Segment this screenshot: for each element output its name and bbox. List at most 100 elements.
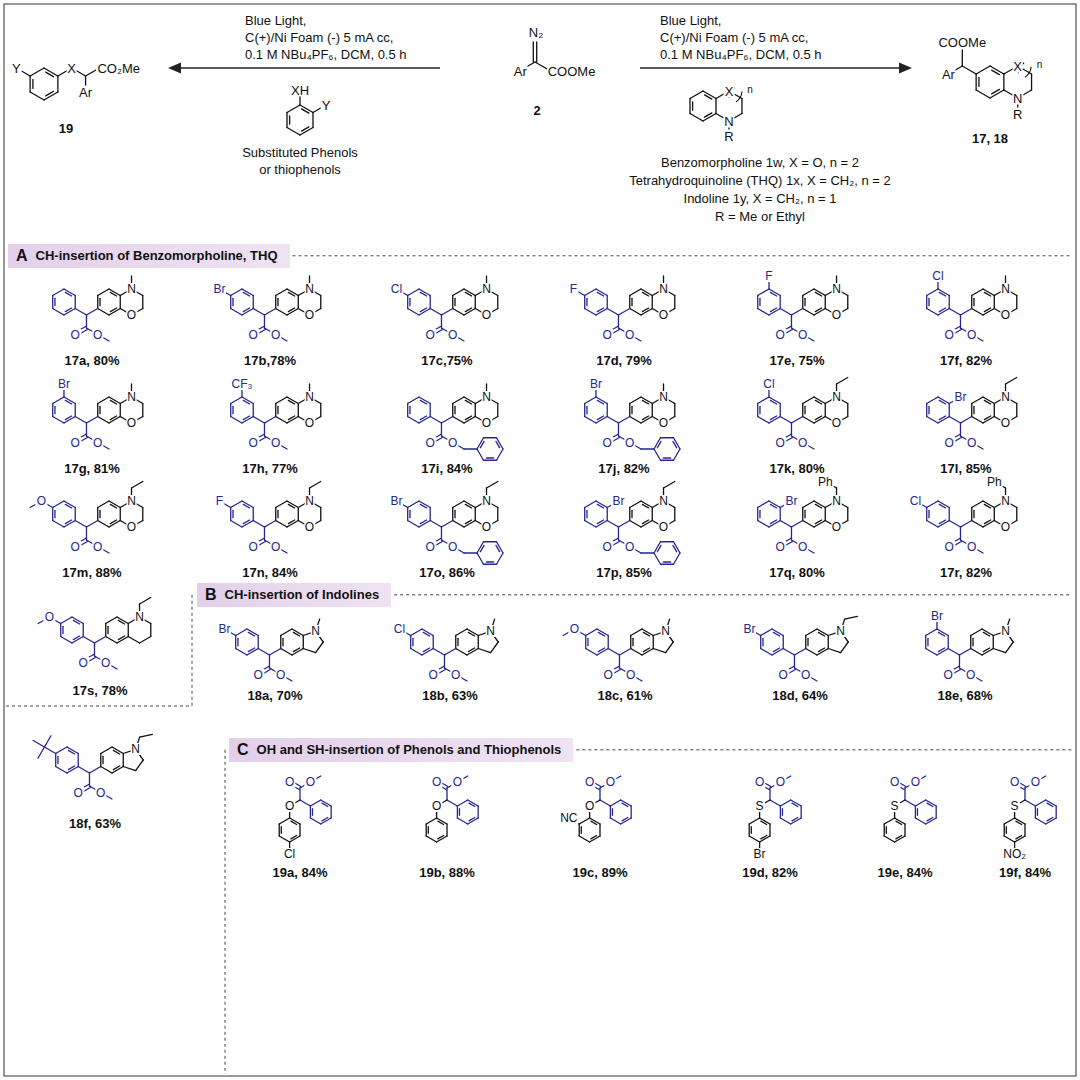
bond-line bbox=[663, 457, 670, 458]
bond-line bbox=[426, 824, 427, 836]
bond-line bbox=[653, 649, 665, 653]
bond-line bbox=[331, 806, 332, 818]
atom-label: O bbox=[481, 521, 492, 533]
bond-line bbox=[994, 404, 995, 417]
bond-line bbox=[630, 289, 641, 296]
bond-line bbox=[780, 404, 781, 417]
bond-line bbox=[884, 818, 894, 824]
compound-label: 19f, 84% bbox=[999, 866, 1051, 879]
bond-line bbox=[1056, 806, 1057, 818]
bond-line bbox=[53, 417, 64, 424]
atom-label: O bbox=[270, 437, 281, 449]
condition-text: Indoline 1y, X = CH₂, n = 1 bbox=[684, 192, 837, 205]
bond-line bbox=[772, 629, 783, 636]
bond-line bbox=[469, 818, 475, 821]
compound-label: 19b, 88% bbox=[419, 866, 475, 879]
atom-label: O bbox=[966, 541, 977, 553]
bond-line bbox=[253, 309, 264, 316]
bond-line bbox=[300, 105, 313, 113]
atom-label: F bbox=[215, 495, 224, 507]
bond-line bbox=[248, 632, 254, 636]
bond-line bbox=[57, 756, 58, 763]
bond-line bbox=[814, 521, 825, 528]
bond-line bbox=[322, 803, 328, 806]
bond-line bbox=[837, 378, 848, 385]
bond-line bbox=[113, 766, 119, 770]
repeat-index: n bbox=[747, 85, 753, 95]
bond-line bbox=[703, 91, 716, 99]
bond-line bbox=[938, 309, 949, 316]
atom-label: O bbox=[450, 669, 461, 681]
bond-line bbox=[761, 649, 772, 656]
bond-line bbox=[938, 632, 944, 636]
atom-label: O bbox=[800, 669, 811, 681]
bond-line bbox=[600, 800, 610, 806]
bond-line bbox=[312, 113, 313, 128]
bond-line bbox=[83, 637, 94, 644]
bond-line bbox=[430, 404, 431, 417]
atom-label: O bbox=[584, 800, 595, 812]
bond-line bbox=[769, 501, 780, 508]
atom-label: N bbox=[126, 495, 137, 507]
atom-label: O bbox=[797, 437, 808, 449]
bond-line bbox=[927, 309, 938, 316]
bond-line bbox=[927, 397, 938, 404]
atom-label: O bbox=[248, 329, 259, 341]
bond-line bbox=[75, 417, 86, 424]
bond-line bbox=[590, 818, 600, 824]
bond-line bbox=[109, 289, 120, 296]
bond-line bbox=[770, 400, 776, 404]
bond-line bbox=[64, 289, 75, 296]
bond-line bbox=[936, 806, 937, 818]
atom-label: O bbox=[270, 329, 281, 341]
bond-line bbox=[236, 629, 247, 636]
bond-line bbox=[654, 553, 661, 564]
bond-line bbox=[497, 542, 504, 553]
bond-line bbox=[990, 90, 1004, 98]
bond-line bbox=[939, 504, 945, 508]
bond-line bbox=[420, 292, 426, 296]
atom-label: O bbox=[966, 329, 977, 341]
bond-line bbox=[896, 821, 902, 824]
bond-line bbox=[497, 553, 504, 564]
atom-label: CO₂Me bbox=[96, 62, 141, 75]
atom-label: Cl bbox=[393, 623, 406, 635]
atom-label: O bbox=[428, 669, 439, 681]
atom-label: O bbox=[605, 776, 616, 788]
atom-label: Ph bbox=[817, 476, 834, 488]
bond-line bbox=[641, 552, 654, 553]
bond-line bbox=[320, 508, 321, 521]
atom-label: O bbox=[831, 309, 842, 321]
atom-label: S bbox=[755, 800, 765, 812]
bond-line bbox=[983, 521, 994, 528]
bond-line bbox=[30, 92, 44, 100]
bond-line bbox=[264, 417, 275, 424]
bond-line bbox=[1037, 809, 1038, 816]
bond-line bbox=[654, 449, 661, 460]
bond-line bbox=[663, 561, 670, 562]
bond-line bbox=[815, 520, 821, 524]
atom-label: N bbox=[658, 391, 669, 403]
bond-line bbox=[411, 629, 422, 636]
compound-label: 18f, 63% bbox=[69, 817, 121, 830]
bond-line bbox=[792, 818, 798, 821]
bond-line bbox=[277, 510, 278, 517]
bond-line bbox=[430, 309, 441, 316]
bond-line bbox=[1025, 800, 1035, 806]
bond-line bbox=[762, 638, 763, 645]
atom-label: O bbox=[447, 541, 458, 553]
reaction-arrow bbox=[640, 67, 902, 69]
bond-line bbox=[275, 508, 276, 521]
bond-line bbox=[420, 416, 426, 420]
bond-line bbox=[972, 289, 983, 296]
bond-line bbox=[475, 296, 476, 309]
bond-line bbox=[597, 416, 603, 420]
bond-line bbox=[654, 438, 661, 449]
bond-line bbox=[971, 404, 972, 417]
bond-line bbox=[409, 510, 410, 517]
bond-line bbox=[52, 296, 53, 309]
bond-line bbox=[287, 128, 300, 136]
atom-label: O bbox=[481, 417, 492, 429]
bond-line bbox=[927, 818, 933, 821]
bond-line bbox=[419, 309, 430, 316]
